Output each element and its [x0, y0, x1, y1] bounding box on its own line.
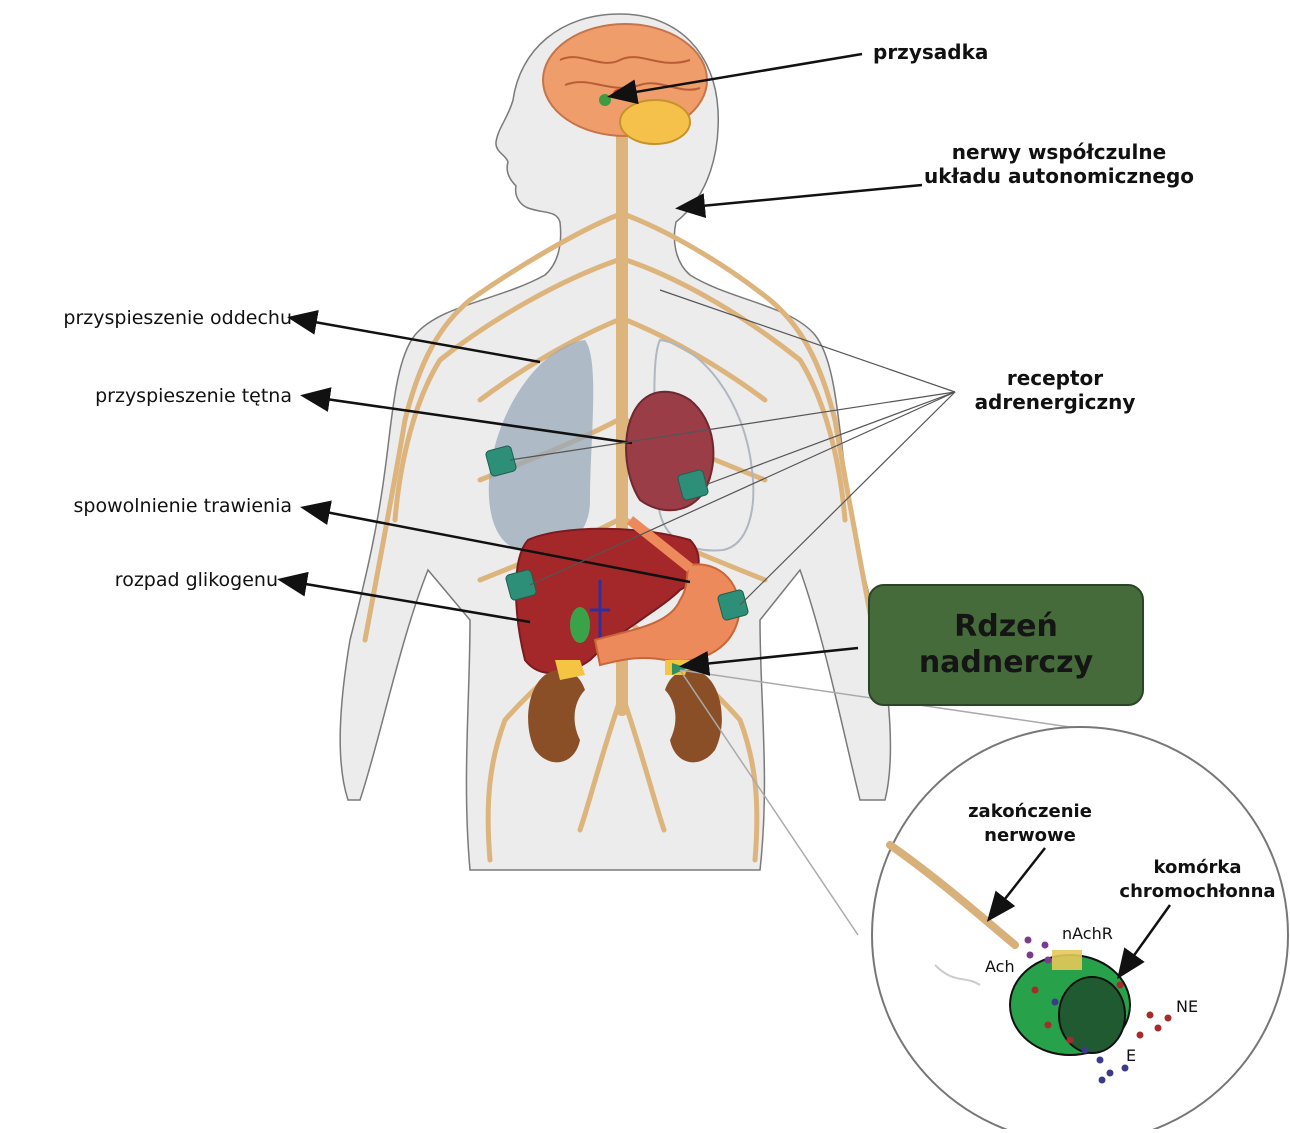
callout-line1: Rdzeń [954, 609, 1058, 645]
heart-rate-label: przyspieszenie tętna [8, 384, 292, 408]
receptor-label-line1: receptor [950, 366, 1160, 390]
sympathetic-label: nerwy współczulne układu autonomicznego [918, 140, 1200, 188]
ach-label: Ach [985, 957, 1015, 976]
pituitary-label: przysadka [873, 40, 988, 64]
nachr-label: nAchR [1062, 924, 1113, 943]
nerve-ending-line2: nerwowe [945, 824, 1115, 848]
breathing-label: przyspieszenie oddechu [8, 306, 292, 330]
receptor-label: receptor adrenergiczny [950, 366, 1160, 414]
body-silhouette [340, 14, 890, 870]
callout-line2: nadnerczy [919, 645, 1093, 681]
receptor-label-line2: adrenergiczny [950, 390, 1160, 414]
sympathetic-label-line2: układu autonomicznego [918, 164, 1200, 188]
e-label: E [1126, 1046, 1136, 1065]
nerve-ending-line1: zakończenie [945, 800, 1115, 824]
digestion-label: spowolnienie trawienia [8, 494, 292, 518]
chromaffin-line2: chromochłonna [1110, 880, 1285, 904]
ne-label: NE [1176, 997, 1198, 1016]
glycogen-label: rozpad glikogenu [8, 568, 278, 592]
adrenal-medulla-callout: Rdzeń nadnerczy [868, 584, 1144, 706]
chromaffin-line1: komórka [1110, 856, 1285, 880]
nerve-ending-label: zakończenie nerwowe [945, 800, 1115, 848]
sympathetic-label-line1: nerwy współczulne [918, 140, 1200, 164]
chromaffin-label: komórka chromochłonna [1110, 856, 1285, 904]
